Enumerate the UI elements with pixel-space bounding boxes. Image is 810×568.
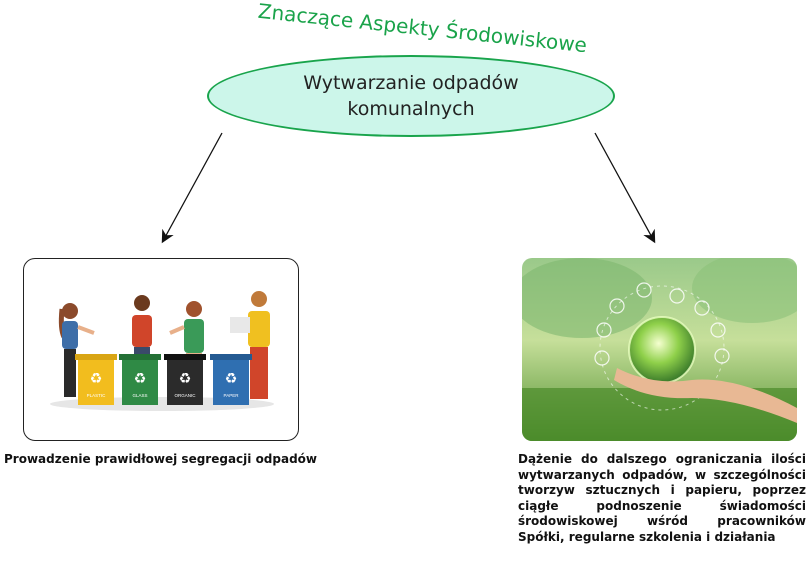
recycling-bin-icon: ♻ ORGANIC: [164, 354, 206, 405]
segregation-illustration: ♻ PLASTIC ♻ GLASS ♻ ORGANIC ♻ PAPER: [50, 291, 274, 411]
recycling-bin-icon: ♻ PAPER: [210, 354, 252, 405]
segregation-illustration-card: ♻ PLASTIC ♻ GLASS ♻ ORGANIC ♻ PAPER: [23, 258, 299, 441]
eco-globe-image: [522, 258, 797, 441]
central-node-label: Wytwarzanie odpadów komunalnych: [303, 72, 519, 120]
svg-text:♻: ♻: [90, 371, 103, 387]
left-branch-caption: Prowadzenie prawidłowej segregacji odpad…: [4, 452, 318, 466]
right-branch-caption: Dążenie do dalszego ograniczania ilości …: [518, 452, 806, 544]
recycling-bin-icon: ♻ PLASTIC: [75, 354, 117, 405]
bin-label: PAPER: [224, 393, 240, 398]
svg-text:♻: ♻: [179, 371, 192, 387]
person-icon: [230, 291, 270, 399]
bin-label: GLASS: [132, 393, 147, 398]
svg-text:♻: ♻: [225, 371, 238, 387]
svg-text:♻: ♻: [134, 371, 147, 387]
person-icon: [58, 303, 95, 397]
arrow-right: [594, 132, 656, 244]
arrow-left: [161, 132, 223, 244]
central-node: Wytwarzanie odpadów komunalnych: [207, 55, 615, 137]
bin-label: ORGANIC: [174, 393, 196, 398]
eco-globe-photo: [522, 258, 797, 441]
recycling-bin-icon: ♻ GLASS: [119, 354, 161, 405]
bin-label: PLASTIC: [87, 393, 107, 398]
